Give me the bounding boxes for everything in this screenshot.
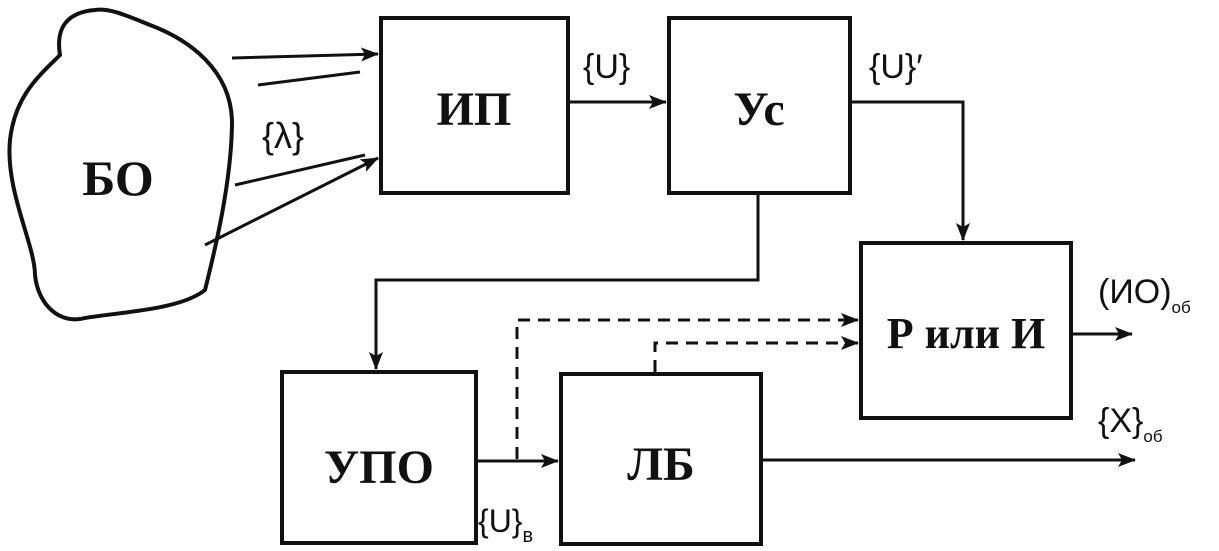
ip-block (379, 16, 570, 195)
bo-label: БО (82, 150, 154, 206)
signal-lambda: {λ} (262, 115, 304, 156)
signal-x-main: {X} (1098, 402, 1143, 440)
us-label: Ус (733, 83, 784, 136)
r-ili-i-label: Р или И (887, 309, 1046, 358)
dashed-upo-r (515, 318, 848, 459)
signal-x-sub: об (1143, 427, 1162, 446)
signal-u-b-sub: в (522, 525, 533, 547)
arrow-us-r (850, 100, 970, 241)
signal-io-sub: об (1172, 298, 1191, 317)
ray-bottom (204, 156, 379, 247)
ray-lower-inner (234, 153, 366, 187)
us-block (667, 16, 852, 195)
signal-u: {U} (583, 48, 630, 86)
bo-block (7, 7, 235, 322)
ip-label: ИП (437, 83, 512, 136)
upo-block (280, 370, 478, 545)
dashed-lb-r (653, 341, 848, 372)
signal-u-b-main: {U} (478, 503, 523, 539)
signal-u-b: {U}в (478, 503, 533, 547)
signal-u-prime: {U}′ (869, 48, 923, 86)
arrow-us-upo (369, 193, 760, 370)
ray-upper-inner (257, 70, 361, 87)
upo-label: УПО (324, 441, 434, 494)
signal-io: (ИО)об (1098, 273, 1191, 317)
signal-io-main: (ИО) (1098, 273, 1172, 311)
r-ili-i-block (859, 241, 1073, 420)
ray-top (231, 47, 379, 62)
signal-x: {X}об (1098, 402, 1163, 446)
lb-label: ЛБ (627, 438, 695, 491)
